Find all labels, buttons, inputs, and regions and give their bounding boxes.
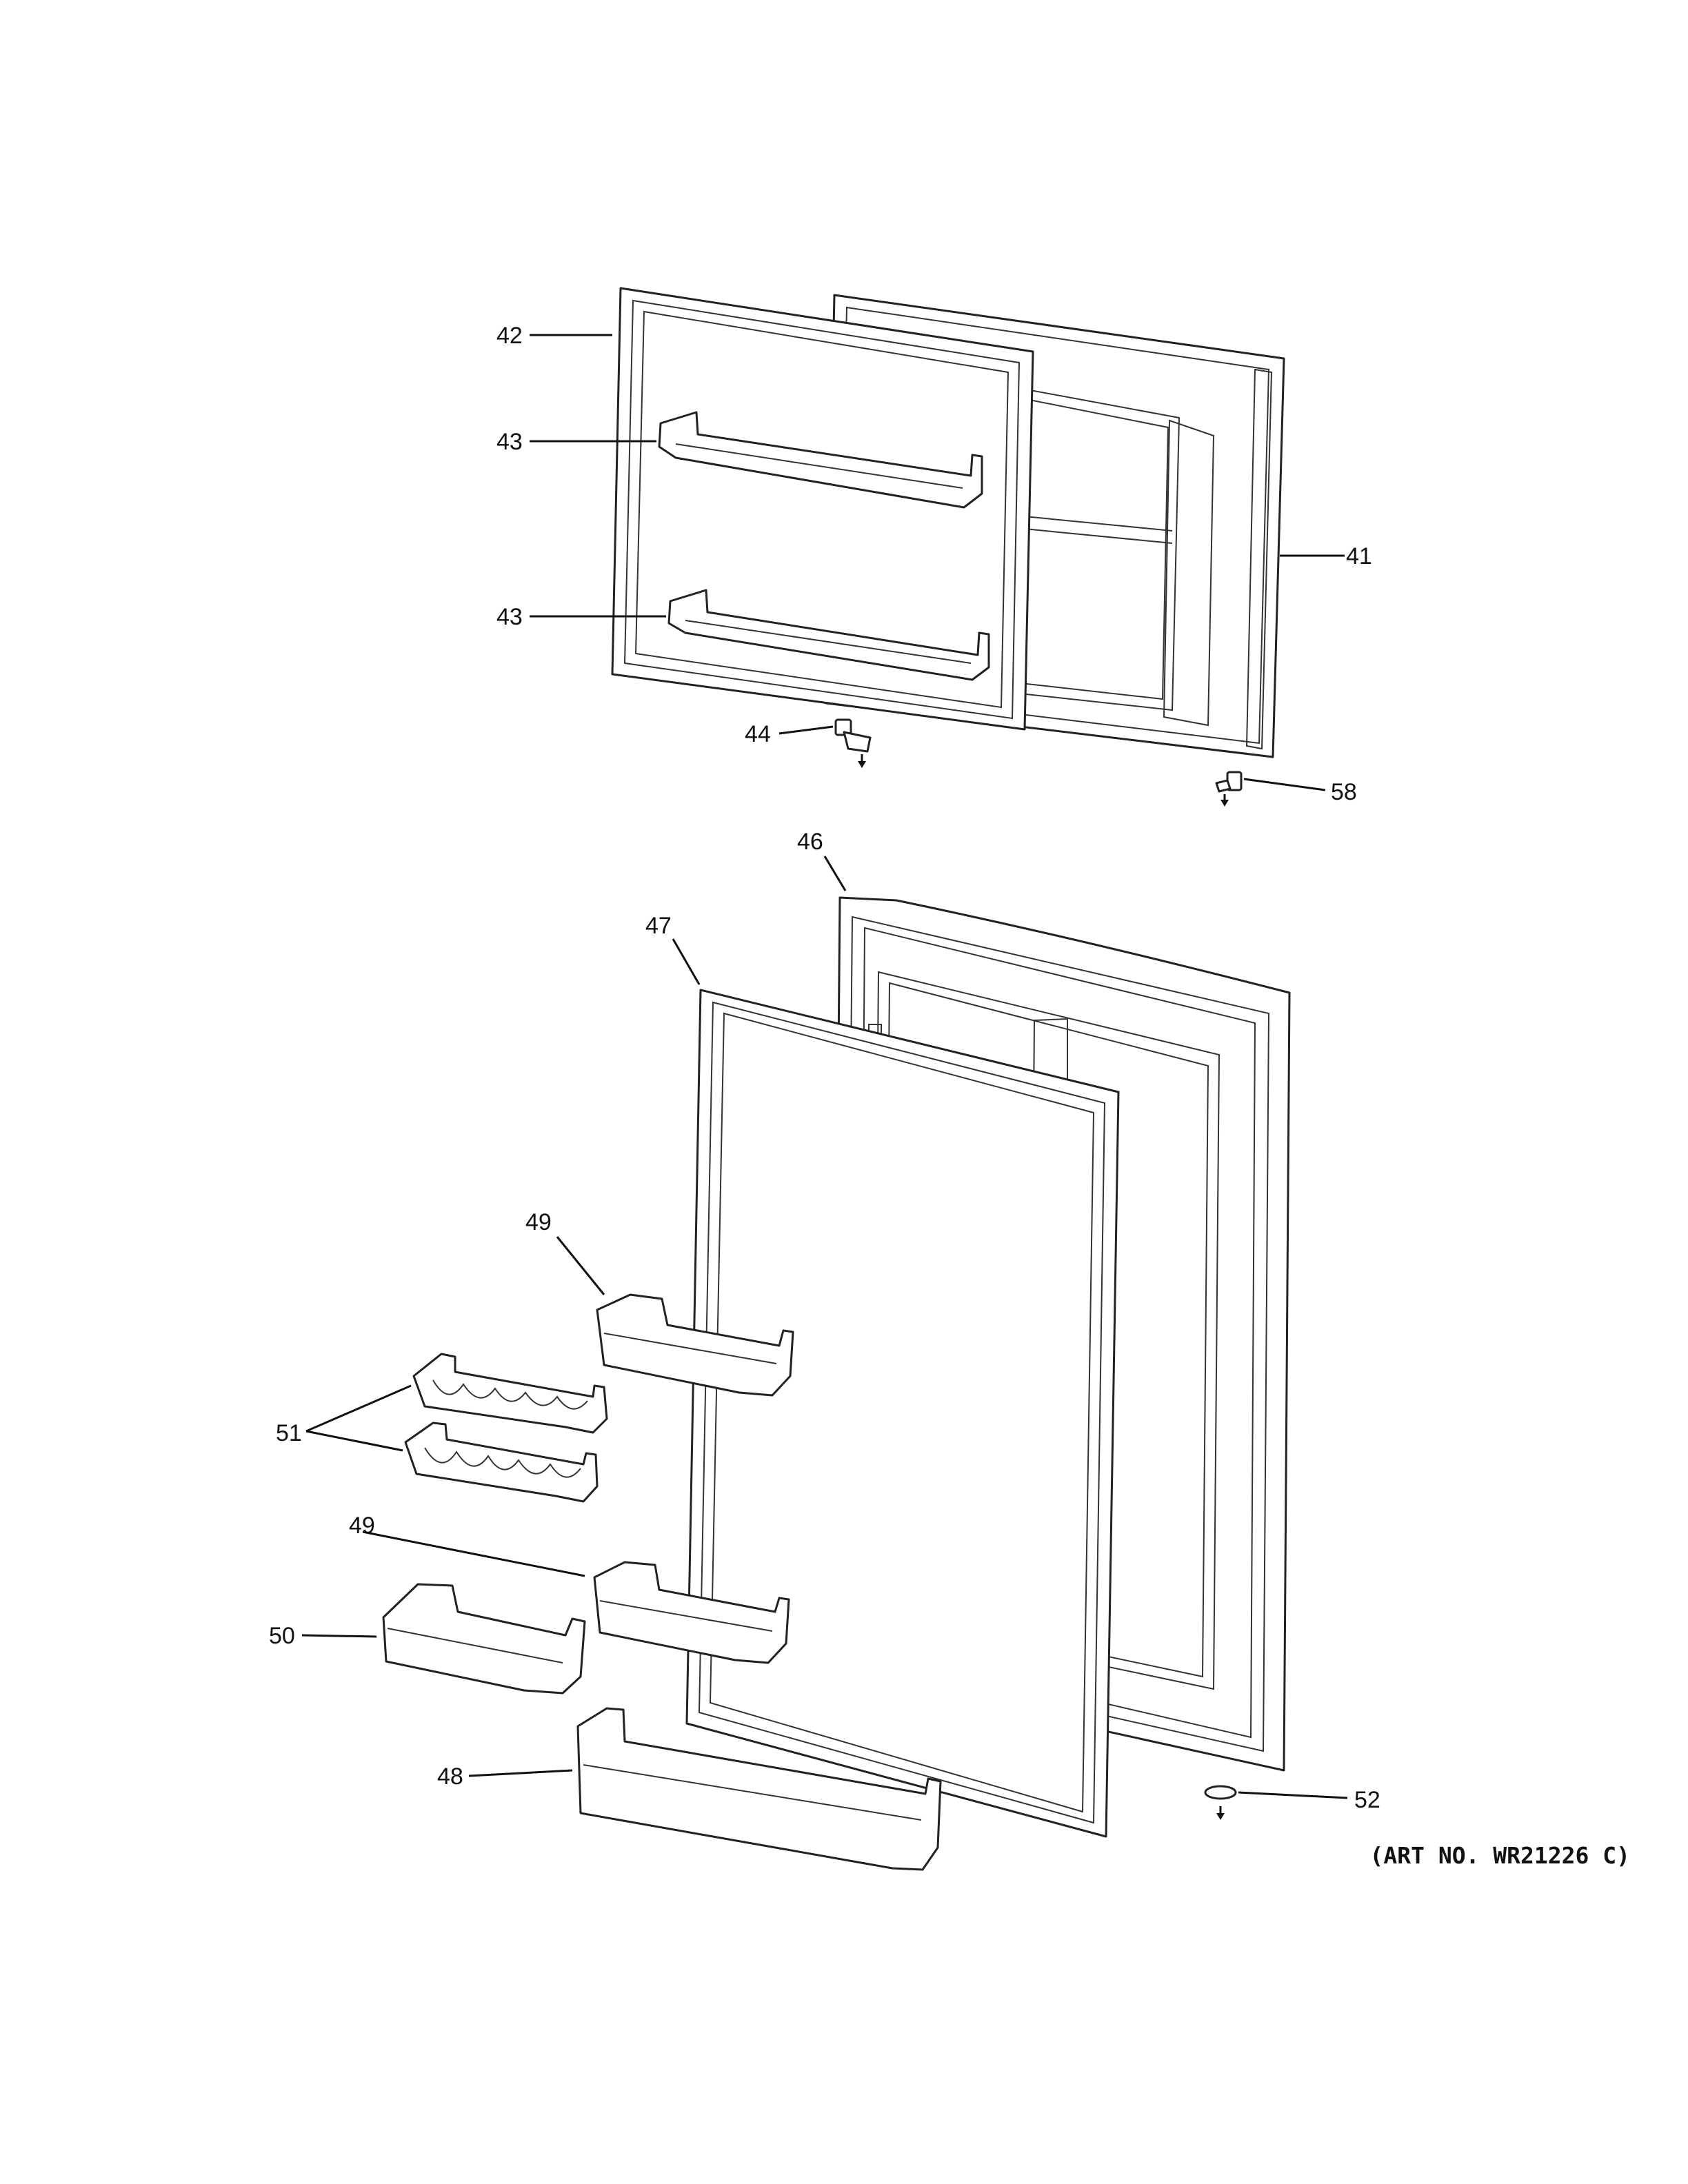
callout-43-upper: 43 [496,429,523,455]
callout-49-upper: 49 [525,1209,552,1235]
door-bin-part-48 [576,1707,942,1871]
fresh-food-gasket-part-47 [685,989,1120,1838]
hinge-part-52 [1204,1785,1237,1820]
callout-43-lower: 43 [496,604,523,630]
leader-lines [301,334,1348,1799]
callout-47: 47 [645,913,672,939]
callout-46: 46 [797,829,823,855]
callout-58: 58 [1331,779,1357,805]
dairy-bin-part-50 [382,1583,586,1695]
freezer-shelf-part-43-lower [667,589,990,681]
freezer-shelf-part-43-upper [658,411,983,509]
callout-51: 51 [276,1420,302,1446]
callout-41-door: 41 [1346,543,1372,569]
art-number: (ART NO. WR21226 C) [1369,1842,1631,1869]
door-bin-part-49-upper [596,1293,794,1397]
callout-50: 50 [269,1623,295,1649]
can-rack-part-51-upper [412,1353,608,1434]
callout-41: 42 [496,323,523,349]
callout-49-lower: 49 [349,1513,375,1539]
callout-48: 48 [437,1763,463,1790]
callout-44: 44 [745,721,771,747]
hinge-pin-part-58 [1215,771,1243,807]
hinge-part-44 [834,718,872,768]
can-rack-part-51-lower [404,1422,599,1503]
callout-52: 52 [1354,1787,1380,1813]
door-bin-part-49-lower [593,1561,790,1664]
